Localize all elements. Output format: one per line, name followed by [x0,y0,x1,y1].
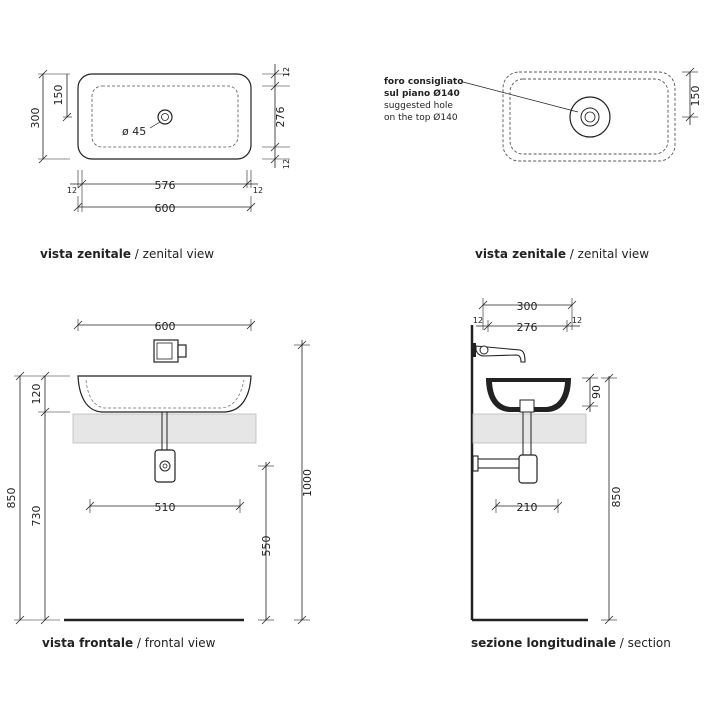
section-view: 300 276 12 12 90 [470,298,623,625]
basin-inner-outline [91,85,239,148]
dim-510: 510 [155,501,176,514]
caption-zenital-left-rest: / zenital view [130,247,215,261]
caption-frontal-rest: / frontal view [133,636,216,650]
dim-276: 276 [274,107,287,128]
note-line-2: sul piano Ø140 [384,89,460,99]
dim-300-section: 300 [517,300,538,313]
dim-600: 600 [155,202,176,215]
countertop-section [472,413,587,444]
basin-front [77,375,252,413]
zenital-view-right: 150 [462,67,702,162]
dim-150-right: 150 [689,86,702,107]
countertop-hole-outline [502,71,676,162]
siphon [154,449,176,483]
dim-hole-diameter: ø 45 [122,125,146,138]
caption-section: sezione longitudinale / section [471,636,671,650]
suggested-hole-note: foro consigliato sul piano Ø140 suggeste… [384,76,463,124]
caption-section-rest: / section [615,636,671,650]
dim-210: 210 [517,501,538,514]
dim-576: 576 [155,179,176,192]
caption-frontal: vista frontale / frontal view [42,636,215,650]
caption-zenital-left-bold: vista zenitale [40,247,131,261]
dim-850-front: 850 [5,488,18,509]
dim-12-section-left: 12 [473,316,483,325]
frontal-view: 600 850 120 730 [5,319,314,625]
caption-frontal-bold: vista frontale [42,636,134,650]
note-line-1: foro consigliato [384,77,464,87]
dim-1000: 1000 [301,469,314,497]
dim-12-bottom: 12 [282,159,291,169]
dim-12-right: 12 [253,186,263,195]
dim-12-section-right: 12 [572,316,582,325]
suggested-hole [569,96,611,138]
drain-hole [157,109,173,125]
wall-tap-plate [472,343,476,357]
note-line-3: suggested hole [384,101,453,111]
caption-zenital-right-rest: / zenital view [565,247,650,261]
caption-zenital-left: vista zenitale / zenital view [40,247,214,261]
note-line-4: on the top Ø140 [384,113,458,123]
basin-outline [77,73,252,160]
dim-730-front: 730 [30,506,43,527]
dim-850-section: 850 [610,487,623,508]
section-siphon [518,454,538,484]
caption-section-bold: sezione longitudinale [471,636,616,650]
dim-550: 550 [260,536,273,557]
dim-12-top: 12 [282,67,291,77]
dim-300: 300 [29,108,42,129]
dim-120-front: 120 [30,384,43,405]
caption-zenital-right-bold: vista zenitale [475,247,566,261]
dim-90: 90 [590,385,603,399]
dim-600-front: 600 [155,320,176,333]
countertop [72,413,257,444]
zenital-view-left: ø 45 300 150 276 12 12 576 1 [29,64,291,215]
dim-150: 150 [52,85,65,106]
dim-12-left: 12 [67,186,77,195]
dim-276-section: 276 [517,321,538,334]
caption-zenital-right: vista zenitale / zenital view [475,247,649,261]
